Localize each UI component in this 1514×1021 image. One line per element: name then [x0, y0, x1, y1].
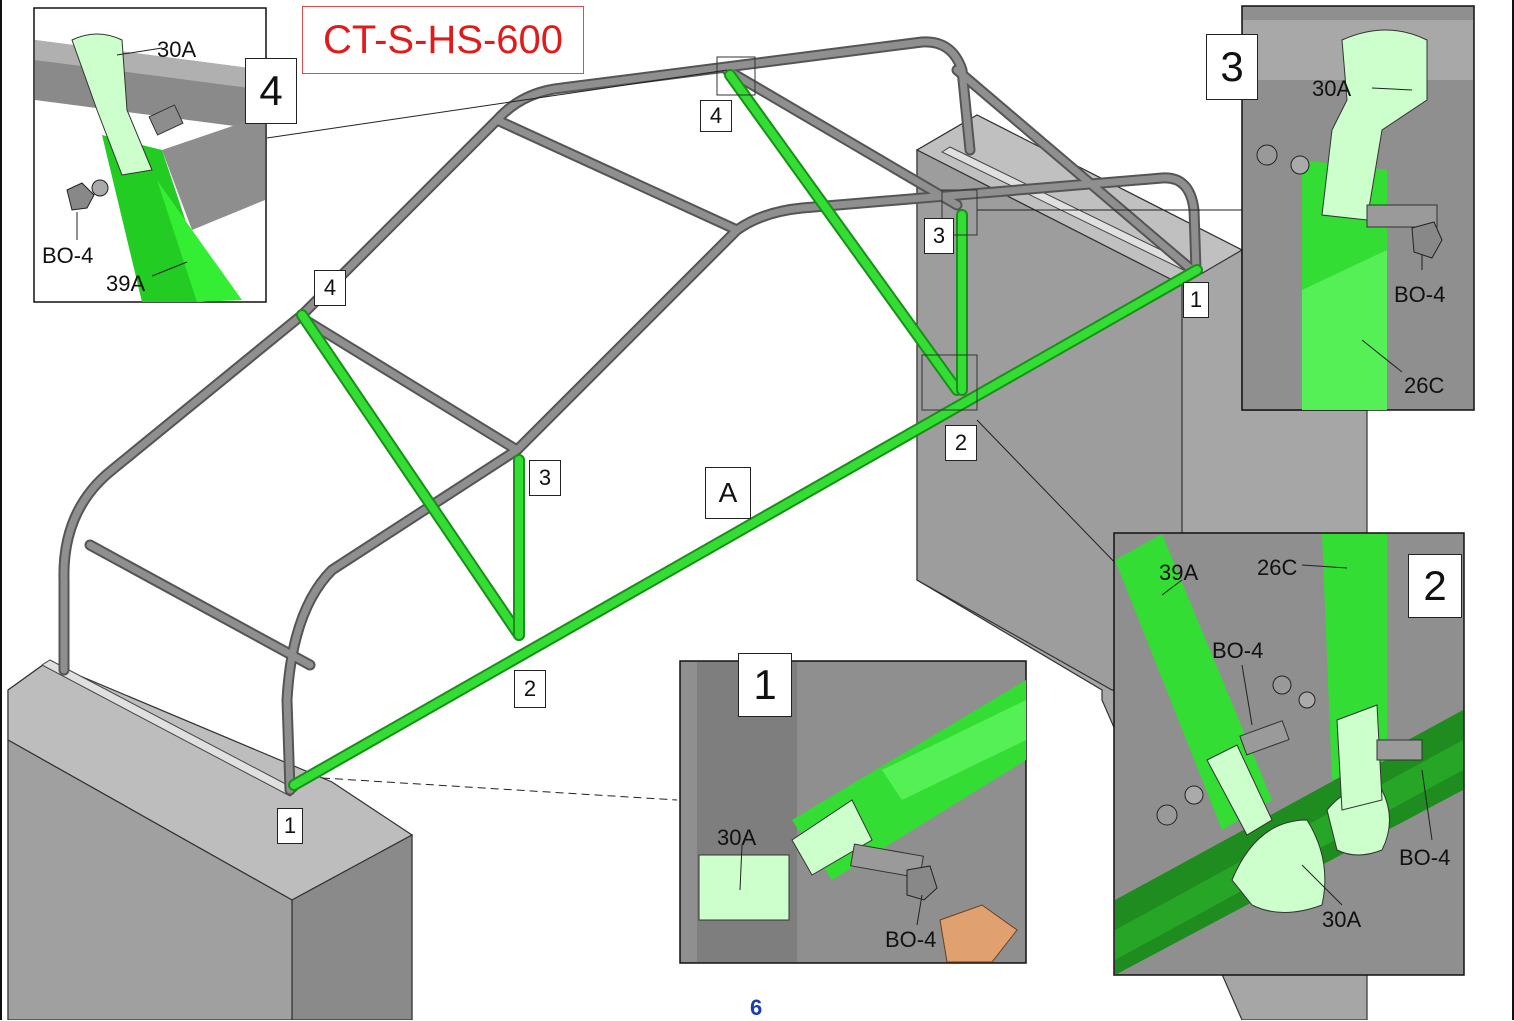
grey-arch-frame-highlight: [60, 38, 1200, 794]
callout-2-mid: 2: [514, 670, 546, 708]
callout-2-right: 2: [945, 425, 977, 461]
callout-brace-A: A: [705, 467, 751, 519]
detail-3-label-30A: 30A: [1312, 76, 1352, 101]
detail-1-label-BO-4: BO-4: [885, 927, 937, 952]
callout-3-right: 3: [924, 218, 954, 254]
detail-2-number: 2: [1408, 554, 1462, 618]
detail-4-label-30A: 30A: [157, 37, 197, 62]
zoom-marker-3: [941, 189, 978, 236]
detail-2-label-BO-4-a: BO-4: [1212, 638, 1264, 663]
detail-1-label-30A: 30A: [717, 825, 757, 850]
callout-3-mid: 3: [529, 460, 561, 496]
detail-2-label-BO-4-b: BO-4: [1399, 845, 1451, 870]
zoom-marker-2: [921, 354, 978, 411]
detail-2-label-30A: 30A: [1322, 907, 1362, 932]
model-title: CT-S-HS-600: [302, 6, 584, 74]
page-number: 6: [750, 995, 763, 1020]
leader-lines: [266, 69, 1242, 801]
detail-2-label-26C: 26C: [1257, 555, 1298, 580]
base-rails: [40, 146, 1204, 797]
callout-1-left: 1: [277, 808, 303, 844]
detail-1-number: 1: [738, 653, 792, 717]
callout-4-left: 4: [314, 270, 346, 306]
callout-4-top: 4: [700, 100, 732, 132]
detail-2-label-39A: 39A: [1159, 560, 1199, 585]
zoom-marker-4: [716, 56, 756, 96]
detail-4-label-39A: 39A: [106, 271, 146, 296]
callout-1-right: 1: [1183, 282, 1209, 318]
concrete-block-left: [7, 661, 414, 1020]
detail-4-number: 4: [245, 58, 297, 124]
green-braces: [288, 69, 1203, 791]
detail-3-label-BO-4: BO-4: [1394, 282, 1446, 307]
detail-4-label-BO-4: BO-4: [42, 243, 94, 268]
detail-3-number: 3: [1206, 34, 1258, 100]
detail-3-label-26C: 26C: [1404, 373, 1445, 398]
